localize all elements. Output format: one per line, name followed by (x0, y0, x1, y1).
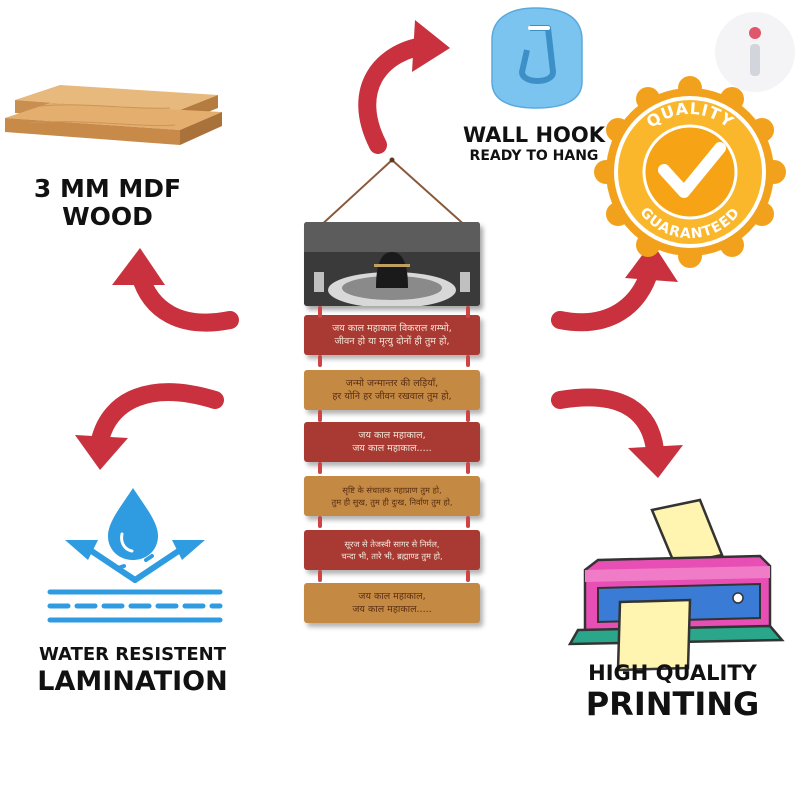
plank-connector (318, 410, 322, 422)
arrow-to-mdf (112, 248, 239, 332)
seal-bottom-text: GUARANTEED (637, 205, 743, 243)
svg-text:QUALITY: QUALITY (643, 99, 738, 132)
arrow-to-quality (551, 242, 678, 332)
arrow-to-printing (551, 388, 683, 478)
mdf-label-line2: WOOD (62, 201, 153, 231)
plank-connector (466, 516, 470, 528)
sign-plank-line: सूरज से तेजस्वी सागर से निर्मल, (344, 539, 440, 549)
plank-connector (466, 462, 470, 474)
mdf-label: 3 MM MDF WOOD (0, 175, 215, 230)
printing-label: HIGH QUALITY PRINTING (570, 661, 775, 724)
sign-plank: जय काल महाकाल, जय काल महाकाल..... (304, 583, 480, 623)
sign-plank-line: जय काल महाकाल, (358, 591, 426, 602)
plank-connector (466, 355, 470, 367)
sign-plank: जय काल महाकाल विकराल शम्भो, जीवन हो या मृ… (304, 315, 480, 355)
printing-label-line1: HIGH QUALITY (588, 661, 757, 685)
hook-title: WALL HOOK (462, 123, 606, 147)
quality-seal-icon (594, 76, 786, 268)
sign-plank-line: जय काल महाकाल..... (352, 604, 432, 615)
water-label: WATER RESISTENT LAMINATION (20, 645, 245, 696)
plank-connector (318, 306, 322, 318)
brand-logo (715, 12, 795, 92)
hook-label: WALL HOOK READY TO HANG (440, 123, 628, 165)
sign-plank-line: जय काल महाकाल..... (352, 443, 432, 454)
arrow-to-hook (358, 20, 450, 154)
mdf-label-line1: 3 MM MDF (33, 174, 182, 203)
plank-connector (318, 570, 322, 582)
sign-shiva-lingam-photo (304, 222, 480, 306)
plank-connector (318, 516, 322, 528)
printer-icon (567, 498, 785, 672)
sign-plank-line: हर योनि हर जीवन रखवाल तुम हो, (332, 391, 452, 402)
wall-hook-icon (491, 7, 583, 109)
water-label-line2: LAMINATION (37, 665, 228, 697)
plank-connector (318, 355, 322, 367)
seal-top-text: QUALITY (643, 99, 737, 132)
sign-plank: जय काल महाकाल, जय काल महाकाल..... (304, 422, 480, 462)
water-label-line1: WATER RESISTENT (39, 644, 226, 665)
sign-plank-line: जन्मो जन्मान्तर की लड़ियाँ, (345, 378, 439, 389)
sign-plank: सृष्टि के संचालक महाप्राण तुम हो, तुम ही … (304, 476, 480, 516)
sign-plank-line: जय काल महाकाल, (358, 430, 426, 441)
sign-plank-line: तुम ही सुख, तुम ही दुःख, निर्वाण तुम हो, (331, 497, 453, 507)
sign-plank-line: चन्दा भी, तारे भी, ब्रह्माण्ड तुम हो, (341, 551, 443, 561)
printing-label-line2: PRINTING (585, 685, 760, 724)
sign-hanging-cord (317, 157, 469, 229)
arrow-to-water (75, 383, 224, 470)
sign-plank: जन्मो जन्मान्तर की लड़ियाँ, हर योनि हर जी… (304, 370, 480, 410)
sign-plank-line: सृष्टि के संचालक महाप्राण तुम हो, (342, 485, 442, 495)
plank-connector (466, 410, 470, 422)
sign-plank: सूरज से तेजस्वी सागर से निर्मल, चन्दा भी,… (304, 530, 480, 570)
wood-planks-icon (5, 85, 222, 145)
plank-connector (466, 306, 470, 318)
sign-plank-line: जय काल महाकाल विकराल शम्भो, (332, 323, 452, 334)
plank-connector (318, 462, 322, 474)
hook-subtitle: READY TO HANG (469, 148, 599, 165)
plank-connector (466, 570, 470, 582)
sign-plank-line: जीवन हो या मृत्यु दोनों ही तुम हो, (334, 336, 450, 347)
svg-text:GUARANTEED: GUARANTEED (637, 205, 744, 243)
water-drop-icon (47, 488, 223, 623)
